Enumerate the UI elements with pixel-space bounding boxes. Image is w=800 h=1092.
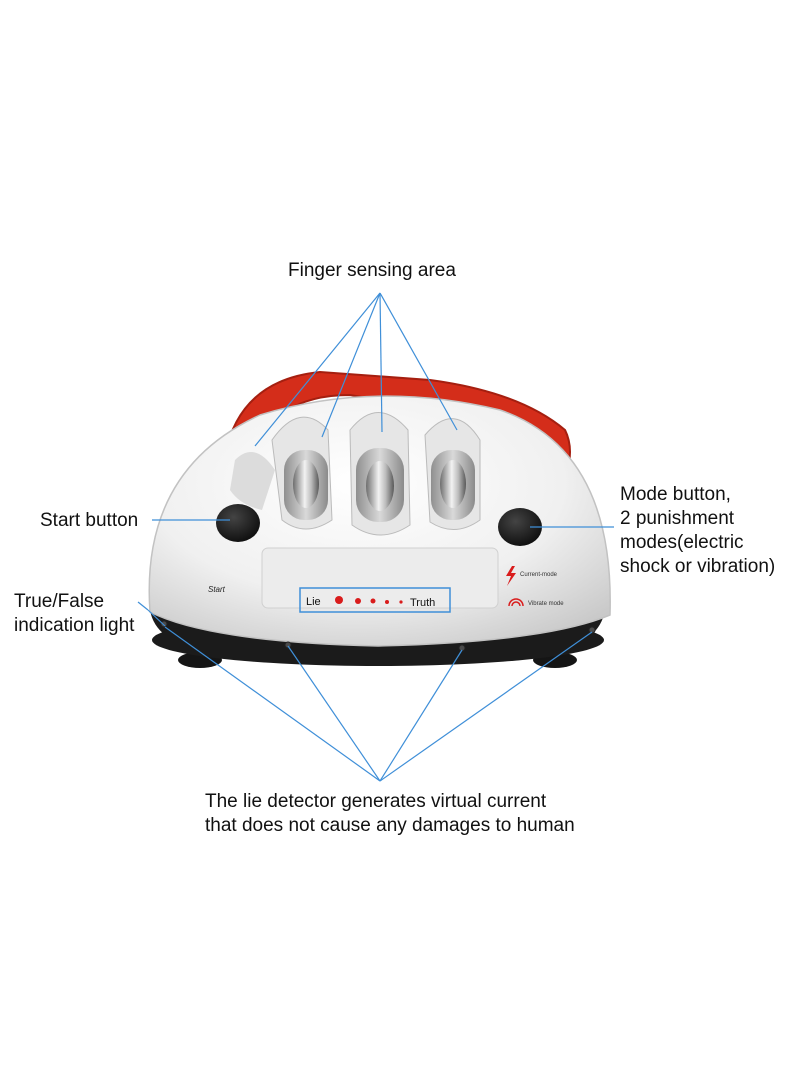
callout-lines (137, 292, 614, 782)
finger-slots (230, 412, 481, 536)
indicator-lights (335, 596, 403, 604)
lie-text: Lie (306, 596, 321, 608)
true-false-line-2: indication light (14, 615, 135, 636)
truth-text: Truth (410, 597, 435, 609)
note-line-2: that does not cause any damages to human (205, 815, 575, 836)
note-line-1: The lie detector generates virtual curre… (205, 791, 547, 812)
virtual-current-note: The lie detector generates virtual curre… (205, 790, 575, 838)
finger-sensing-area-text: Finger sensing area (288, 260, 456, 281)
lightning-icon (506, 566, 516, 586)
metal-sensor-right (440, 460, 466, 508)
red-strap (223, 370, 571, 480)
start-button-label: Start button (40, 509, 138, 533)
metal-sensor-left (293, 460, 319, 508)
vibrate-mode-text: Vibrate mode (528, 601, 564, 607)
front-panel (261, 547, 499, 609)
true-false-line-1: True/False (14, 591, 105, 612)
finger-sensing-area-label: Finger sensing area (288, 259, 456, 283)
mode-line-4: shock or vibration) (620, 556, 776, 577)
rim-electrodes (160, 620, 596, 652)
start-button[interactable] (216, 504, 260, 542)
vibrate-icon (508, 598, 524, 607)
mode-line-1: Mode button, (620, 484, 731, 505)
indicator-box (299, 587, 451, 613)
start-button-text: Start button (40, 510, 139, 531)
mode-button-label: Mode button, 2 punishment modes(electric… (620, 483, 775, 579)
true-false-light-label: True/False indication light (14, 590, 134, 638)
mode-button[interactable] (498, 508, 542, 546)
metal-sensor-center (366, 461, 394, 511)
mode-line-3: modes(electric (620, 532, 744, 553)
current-mode-text: Current-mode (520, 572, 558, 578)
start-text: Start (208, 585, 226, 594)
mode-line-2: 2 punishment (620, 508, 735, 529)
